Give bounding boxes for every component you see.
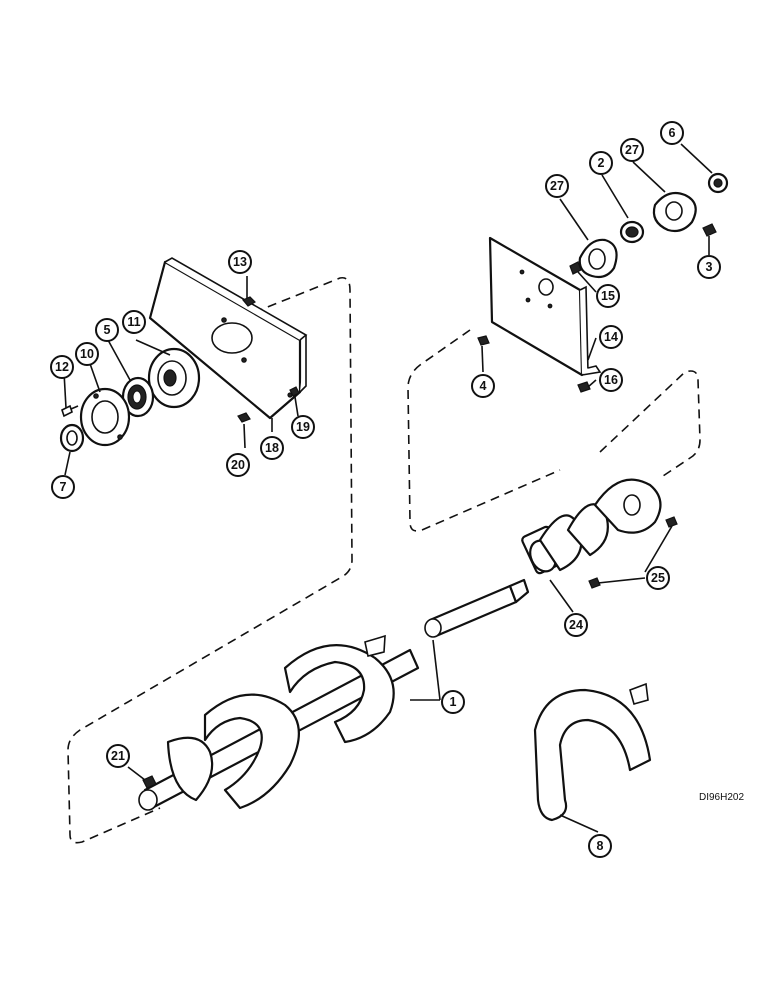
- callout-2: 2: [589, 151, 613, 175]
- svg-text:2: 2: [598, 156, 605, 170]
- svg-text:12: 12: [55, 360, 69, 374]
- callout-19: 19: [291, 415, 315, 439]
- bearing-flange-27-inner: [578, 238, 618, 279]
- callout-13: 13: [228, 250, 252, 274]
- callout-27-left: 27: [545, 174, 569, 198]
- key-21: [142, 775, 157, 789]
- set-screw-25a: [665, 516, 678, 528]
- svg-text:13: 13: [233, 255, 247, 269]
- bolt-3: [702, 223, 717, 237]
- svg-text:25: 25: [651, 571, 665, 585]
- drive-shaft: [424, 578, 530, 638]
- svg-text:20: 20: [231, 458, 245, 472]
- callout-20: 20: [226, 453, 250, 477]
- callout-16: 16: [599, 368, 623, 392]
- bearing-5: [121, 376, 155, 418]
- svg-text:4: 4: [480, 379, 487, 393]
- svg-text:8: 8: [597, 839, 604, 853]
- svg-text:11: 11: [127, 315, 140, 329]
- svg-text:15: 15: [601, 289, 615, 303]
- callout-18: 18: [260, 436, 284, 460]
- svg-text:24: 24: [569, 618, 583, 632]
- svg-text:3: 3: [706, 260, 713, 274]
- callout-7: 7: [51, 475, 75, 499]
- svg-text:7: 7: [60, 480, 67, 494]
- svg-text:16: 16: [604, 373, 618, 387]
- bearing-flange-27-outer: [652, 191, 697, 233]
- right-assembly-boundary: [407, 329, 701, 532]
- locking-collar-6: [707, 172, 729, 194]
- drawing-code: DI96H202: [699, 792, 744, 803]
- bearing-2: [619, 220, 645, 244]
- callout-5: 5: [95, 318, 119, 342]
- mounting-plate-18: [148, 257, 308, 420]
- svg-text:1: 1: [450, 695, 457, 709]
- callout-24: 24: [564, 613, 588, 637]
- callout-25: 25: [646, 566, 670, 590]
- svg-text:19: 19: [296, 420, 310, 434]
- svg-text:6: 6: [669, 126, 676, 140]
- nut-4: [477, 335, 490, 346]
- bolt-12: [61, 404, 79, 418]
- bearing-flange-10: [79, 387, 131, 447]
- leader-lines: [63, 143, 713, 833]
- callout-6: 6: [660, 121, 684, 145]
- callout-10: 10: [75, 342, 99, 366]
- callout-3: 3: [697, 255, 721, 279]
- nut-20: [237, 412, 251, 423]
- callout-15: 15: [596, 284, 620, 308]
- svg-text:5: 5: [104, 323, 111, 337]
- auger-1: [138, 634, 420, 811]
- callout-27-right: 27: [620, 138, 644, 162]
- callout-4: 4: [471, 374, 495, 398]
- auger-flight-8: [533, 682, 652, 822]
- svg-text:14: 14: [604, 330, 618, 344]
- svg-text:10: 10: [80, 347, 94, 361]
- auger-section-24: [521, 478, 662, 575]
- svg-text:27: 27: [625, 143, 639, 157]
- set-screw-25b: [588, 577, 601, 589]
- callout-1: 1: [441, 690, 465, 714]
- svg-text:21: 21: [111, 749, 125, 763]
- bolt-19: [289, 386, 300, 397]
- bearing-flange-11: [147, 347, 201, 409]
- mounting-plate-14: [488, 236, 602, 377]
- locking-collar-7: [59, 423, 85, 453]
- svg-text:27: 27: [550, 179, 564, 193]
- bolt-15: [569, 261, 582, 275]
- callout-14: 14: [599, 325, 623, 349]
- callout-11: 11: [122, 310, 146, 334]
- svg-text:18: 18: [265, 441, 279, 455]
- nut-16: [577, 381, 591, 393]
- callout-21: 21: [106, 744, 130, 768]
- callout-8: 8: [588, 834, 612, 858]
- callout-12: 12: [50, 355, 74, 379]
